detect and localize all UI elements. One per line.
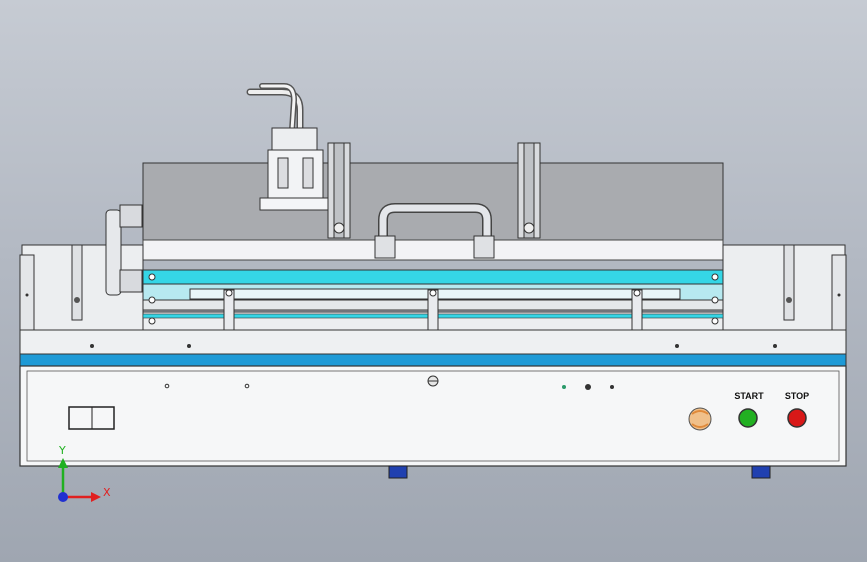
left-vertical-rail (327, 142, 351, 239)
main-cabinet (19, 365, 847, 467)
rear-cover (142, 162, 724, 261)
leveling-feet (388, 465, 771, 479)
emergency-stop-icon[interactable] (688, 407, 712, 431)
cyan-slide-rail (142, 269, 724, 331)
pull-handle (374, 203, 495, 259)
right-side-bracket (722, 244, 847, 336)
xyz-triad-icon: Y X (58, 444, 111, 502)
stop-button[interactable] (787, 408, 807, 428)
start-button[interactable] (738, 408, 758, 428)
top-plate (19, 329, 847, 367)
left-pneumatic-cylinder (105, 204, 143, 296)
gripper-assembly (246, 83, 329, 211)
right-vertical-rail (517, 142, 541, 239)
start-label: START (734, 391, 764, 401)
x-axis-label: X (103, 486, 111, 499)
stop-label: STOP (785, 391, 809, 401)
y-axis-label: Y (58, 444, 66, 457)
